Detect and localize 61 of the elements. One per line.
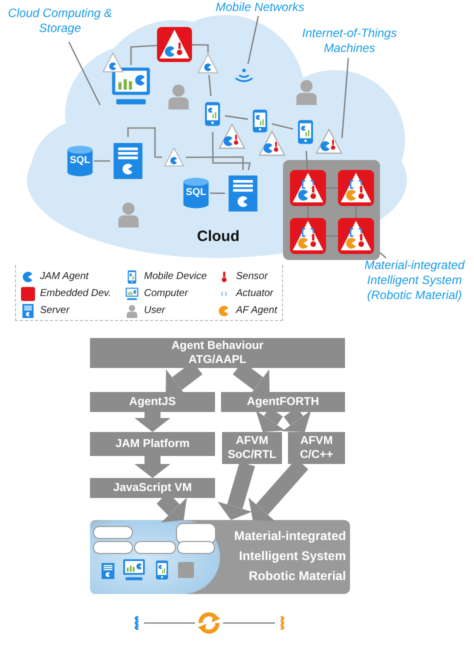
software-tag [93,526,133,539]
sync-icon [195,609,223,637]
legend-label: AF Agent [236,305,278,316]
embedded-device-icon [338,170,374,206]
block-arrow [134,412,170,432]
legend-label: Server [40,305,70,316]
layer-box [90,338,345,368]
platform-box [90,520,350,594]
layer-box: AgentJS [90,392,215,412]
layer-box: JavaScript VM [90,478,215,498]
connector-line [130,44,158,65]
block-arrow [134,456,170,478]
database-cylinder [182,177,210,209]
connector-line [94,160,110,162]
layer-box: AFVM C/C++ [288,432,345,464]
embedded-device-icon [290,218,326,254]
connector-line [223,622,275,624]
connector-line [224,115,248,120]
leader-line [247,16,259,65]
legend-label: JAM Agent [40,271,89,282]
leader-line [341,58,349,139]
connector-line [127,127,162,158]
legend-label: Actuator [236,288,274,299]
cloud-label: Cloud [197,228,240,245]
connector-line [192,44,209,53]
legend-label: Sensor [236,271,268,282]
connector-line [208,74,212,96]
database-label: SQL [68,155,92,166]
callout-label: Internet-of-Things Machines [292,26,407,58]
connector-line [306,150,308,170]
layer-box: AFVM SoC/RTL [222,432,282,464]
legend-label: Embedded Dev. [40,288,111,299]
software-tag [134,541,176,554]
connector-line [144,622,195,624]
embedded-device-icon [338,218,374,254]
leader-line [380,252,387,258]
embedded-device-icon [290,170,326,206]
connector-line [272,123,294,130]
layer-box: AgentFORTH [221,392,345,412]
agent-triangle-icon [195,53,221,75]
software-tag [93,541,133,554]
software-tag [177,541,215,554]
legend-label: Mobile Device [144,271,207,282]
connector-line [212,132,251,170]
connector-line [210,192,225,194]
box-label: ATG/AAPL [188,353,246,367]
platform-label: Material-integrated Intelligent System Robotic Material [233,528,346,585]
connector-line [186,156,244,170]
agent-triangle-icon [162,147,186,168]
database-cylinder [66,145,94,177]
leader-line [68,42,101,106]
callout-label: Material-integrated Intelligent System (Robotic Material) [355,258,474,308]
legend-label: User [144,305,166,316]
database-label: SQL [184,187,208,198]
box-label: Agent Behaviour [171,339,264,353]
callout-label: Cloud Computing & Storage [0,6,120,42]
callout-label: Mobile Networks [200,0,320,16]
layer-box: JAM Platform [90,432,215,456]
legend-label: Computer [144,288,188,299]
embedded-device-icon [157,27,192,62]
block-arrow [218,462,255,520]
